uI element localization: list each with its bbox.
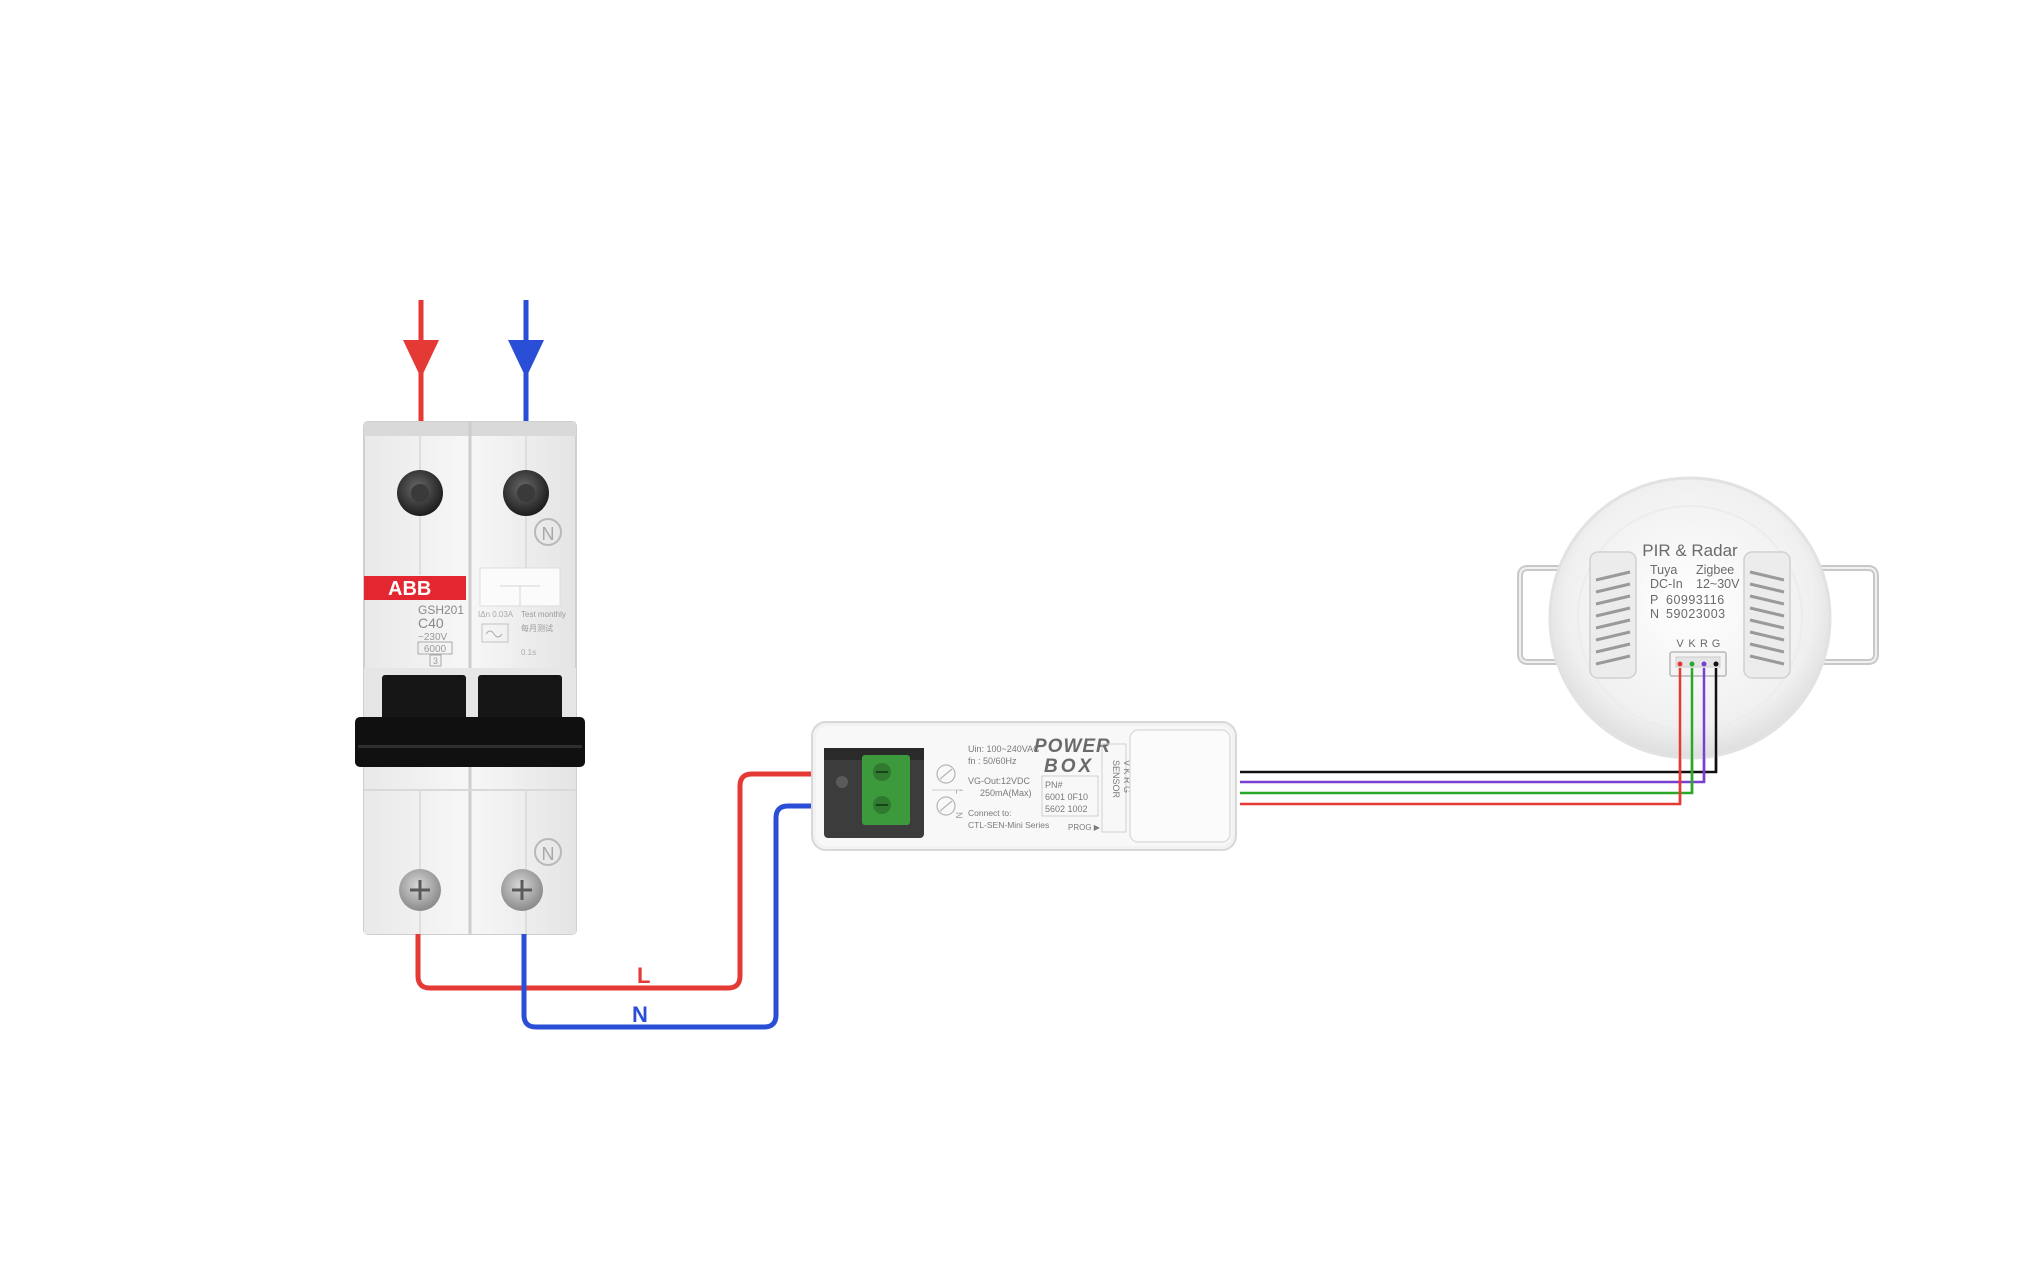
sensor-pin-r: R: [1700, 638, 1708, 650]
breaker-class: 3: [433, 656, 438, 666]
supply-neutral-arrow: [508, 300, 544, 428]
power-box: L N Uin: 100~240VAC fn : 50/60Hz VG-Out:…: [811, 721, 1237, 851]
sensor-n-value: 59023003: [1666, 607, 1726, 621]
power-box-vgout: VG-Out:12VDC: [968, 776, 1031, 786]
sensor-title: PIR & Radar: [1642, 541, 1738, 560]
power-box-pn-label: PN#: [1045, 780, 1063, 790]
neutral-wire-label: N: [632, 1002, 648, 1027]
power-box-connect-series: CTL-SEN-Mini Series: [968, 820, 1049, 830]
sensor-n-label: N: [1650, 607, 1659, 621]
breaker-time-label: 0.1s: [521, 648, 536, 657]
power-box-connect-label: Connect to:: [968, 808, 1011, 818]
live-wire: [415, 771, 860, 991]
signal-wire-stubs: [1678, 668, 1718, 804]
breaker-capacity: 6000: [424, 644, 447, 655]
sensor-pin-g: G: [1712, 638, 1721, 650]
breaker-n-mark-bottom: N: [542, 844, 555, 864]
sensor-brand-right: Zigbee: [1696, 563, 1734, 577]
breaker-model: GSH201: [418, 603, 464, 617]
breaker-voltage: ~230V: [418, 632, 448, 643]
power-box-sensor-pins: V K R G: [1122, 760, 1132, 793]
pir-radar-sensor: PIR & Radar Tuya Zigbee DC-In 12~30V P 6…: [1517, 476, 1879, 760]
sensor-dc-label: DC-In: [1650, 577, 1683, 591]
sensor-dc-value: 12~30V: [1696, 577, 1740, 591]
circuit-breaker: N ABB GSH201 C40 ~230V 6000 3 IΔn 0.03A …: [355, 421, 585, 935]
right-spring-clip-icon: [1780, 565, 1879, 665]
power-box-freq: fn : 50/60Hz: [968, 756, 1017, 766]
power-box-title-line1: POWER: [1034, 736, 1111, 757]
power-box-pn-2: 5602 1002: [1045, 804, 1088, 814]
breaker-test-chinese: 每月测试: [521, 623, 553, 633]
neutral-wire: [521, 803, 860, 1030]
breaker-residual-label: IΔn 0.03A: [478, 610, 514, 619]
breaker-rating: C40: [418, 615, 444, 631]
abb-logo: ABB: [388, 578, 431, 600]
sensor-p-value: 60993116: [1666, 593, 1725, 607]
power-box-current: 250mA(Max): [980, 788, 1032, 798]
sensor-pin-k: K: [1688, 638, 1696, 650]
power-box-uin: Uin: 100~240VAC: [968, 744, 1040, 754]
supply-live-arrow: [403, 300, 439, 428]
terminal-n-label: N: [954, 812, 964, 819]
power-box-prog-button[interactable]: PROG ▶: [1068, 823, 1101, 832]
terminal-l-label: L: [954, 789, 964, 794]
power-box-sensor-label: SENSOR: [1111, 760, 1121, 799]
power-box-title-line2: BOX: [1044, 756, 1094, 777]
live-wire-label: L: [637, 963, 650, 988]
sensor-p-label: P: [1650, 593, 1658, 607]
sensor-brand-left: Tuya: [1650, 563, 1677, 577]
sensor-pin-v: V: [1676, 638, 1684, 650]
breaker-n-mark-top: N: [542, 524, 555, 544]
breaker-test-label: Test monthly: [521, 610, 566, 619]
power-box-pn-1: 6001 0F10: [1045, 792, 1088, 802]
